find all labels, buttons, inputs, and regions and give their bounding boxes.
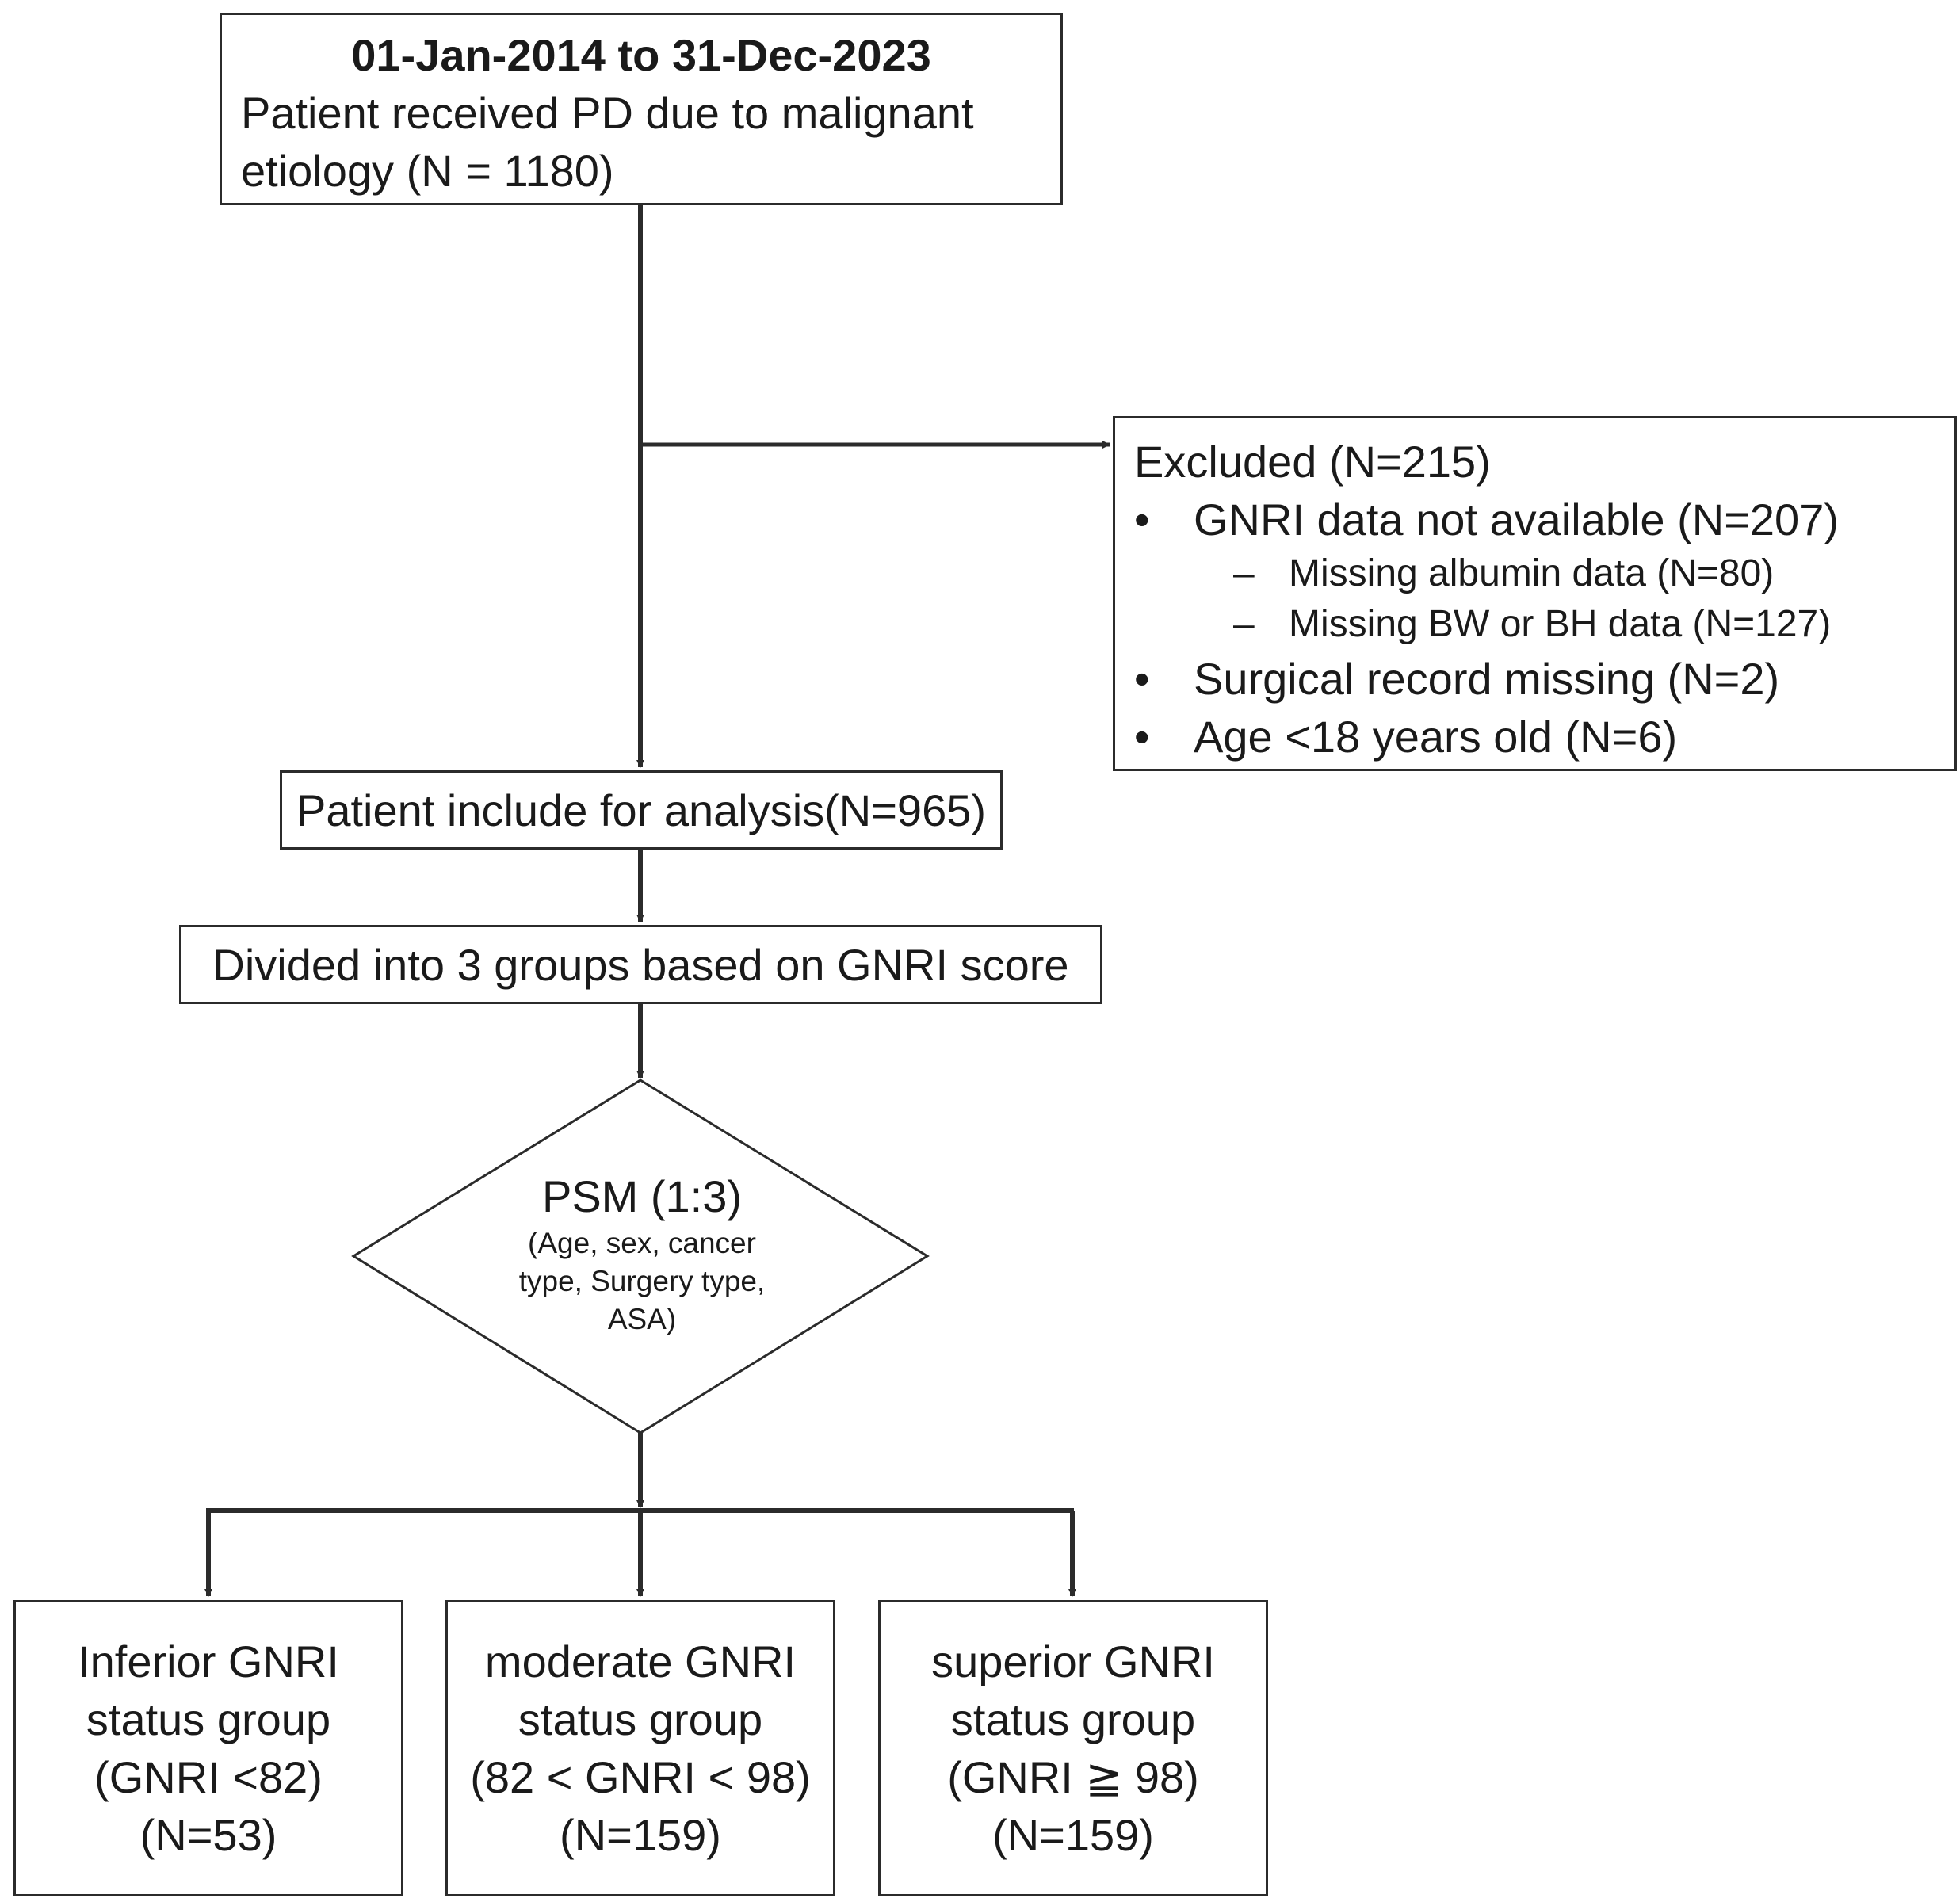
- start-line-1: Patient received PD due to malignant: [241, 88, 974, 138]
- group-moderate-box: moderate GNRI status group (82 < GNRI < …: [445, 1600, 835, 1896]
- start-line-2: etiology (N = 1180): [241, 146, 614, 196]
- group-line: Inferior GNRI: [78, 1637, 339, 1686]
- group-count: (N=159): [992, 1810, 1154, 1860]
- start-box: 01-Jan-2014 to 31-Dec-2023 Patient recei…: [220, 13, 1063, 205]
- excluded-subitem: – Missing BW or BH data (N=127): [1134, 599, 1954, 650]
- excluded-item-label: Surgical record missing (N=2): [1194, 654, 1780, 704]
- excluded-subitem-label: Missing albumin data (N=80): [1289, 552, 1775, 594]
- divided-box: Divided into 3 groups based on GNRI scor…: [179, 925, 1102, 1004]
- excluded-subitem-label: Missing BW or BH data (N=127): [1289, 603, 1832, 645]
- psm-text: PSM (1:3) (Age, sex, cancer type, Surger…: [483, 1169, 800, 1339]
- group-inferior-box: Inferior GNRI status group (GNRI <82) (N…: [13, 1600, 403, 1896]
- excluded-item: • Age <18 years old (N=6): [1134, 708, 1954, 766]
- group-count: (N=53): [139, 1810, 277, 1860]
- group-superior-box: superior GNRI status group (GNRI ≧ 98) (…: [878, 1600, 1268, 1896]
- psm-covariates: (Age, sex, cancer type, Surgery type, AS…: [483, 1224, 800, 1339]
- group-line: moderate GNRI: [484, 1637, 797, 1686]
- bullet-icon: •: [1134, 712, 1150, 762]
- group-count: (N=159): [560, 1810, 721, 1860]
- bullet-icon: •: [1134, 495, 1150, 544]
- divided-label: Divided into 3 groups based on GNRI scor…: [212, 939, 1069, 990]
- group-criteria: (GNRI ≧ 98): [947, 1752, 1199, 1802]
- psm-covariate-line: (Age, sex, cancer: [528, 1227, 756, 1259]
- excluded-subitem: – Missing albumin data (N=80): [1134, 548, 1954, 599]
- dash-icon: –: [1233, 552, 1255, 594]
- excluded-item-label: Age <18 years old (N=6): [1194, 712, 1678, 762]
- group-line: superior GNRI: [931, 1637, 1215, 1686]
- excluded-title: Excluded (N=215): [1134, 437, 1491, 487]
- excluded-item: • GNRI data not available (N=207): [1134, 491, 1954, 548]
- excluded-box: Excluded (N=215) • GNRI data not availab…: [1113, 416, 1957, 771]
- group-line: status group: [86, 1694, 331, 1744]
- date-range: 01-Jan-2014 to 31-Dec-2023: [351, 30, 931, 80]
- dash-icon: –: [1233, 603, 1255, 645]
- group-criteria: (82 < GNRI < 98): [470, 1752, 811, 1802]
- psm-title: PSM (1:3): [541, 1171, 743, 1221]
- group-line: status group: [950, 1694, 1196, 1744]
- included-label: Patient include for analysis(N=965): [296, 785, 987, 835]
- group-line: status group: [518, 1694, 763, 1744]
- bullet-icon: •: [1134, 654, 1150, 704]
- psm-covariate-line: ASA): [607, 1303, 677, 1335]
- excluded-item: • Surgical record missing (N=2): [1134, 650, 1954, 708]
- excluded-item-label: GNRI data not available (N=207): [1194, 495, 1839, 544]
- included-box: Patient include for analysis(N=965): [280, 770, 1003, 850]
- group-criteria: (GNRI <82): [94, 1752, 323, 1802]
- psm-covariate-line: type, Surgery type,: [518, 1265, 766, 1297]
